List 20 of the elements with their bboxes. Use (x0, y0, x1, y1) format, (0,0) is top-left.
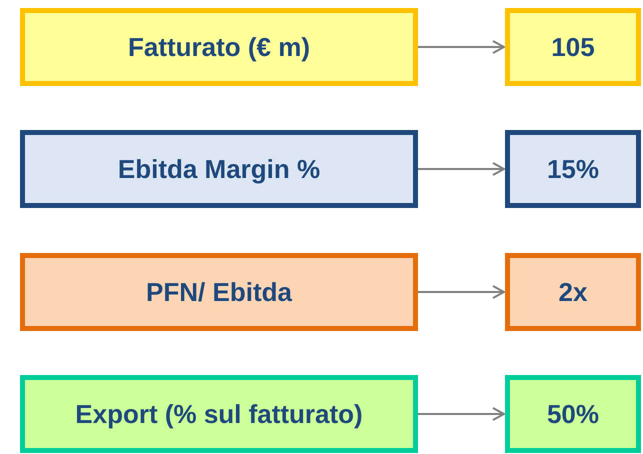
metric-text: PFN/ Ebitda (146, 278, 292, 306)
metric-text: 50% (546, 400, 600, 428)
label-box (20, 8, 418, 86)
label-box (20, 130, 418, 208)
label-box (20, 253, 418, 331)
arrow (418, 407, 505, 421)
value-box (505, 130, 641, 208)
value-box (505, 8, 641, 86)
metric-text: Fatturato (€ m) (128, 32, 310, 62)
value-box (505, 253, 641, 331)
metric-text: 2x (558, 278, 588, 306)
arrow (418, 162, 505, 176)
arrow (418, 285, 505, 299)
arrow (418, 40, 505, 54)
metric-text: 105 (551, 32, 595, 62)
metric-text: 15% (546, 154, 600, 184)
value-box (505, 375, 641, 453)
label-box (20, 375, 418, 453)
metric-text: Ebitda Margin % (118, 154, 320, 184)
metric-text: Export (% sul fatturato) (75, 400, 363, 428)
